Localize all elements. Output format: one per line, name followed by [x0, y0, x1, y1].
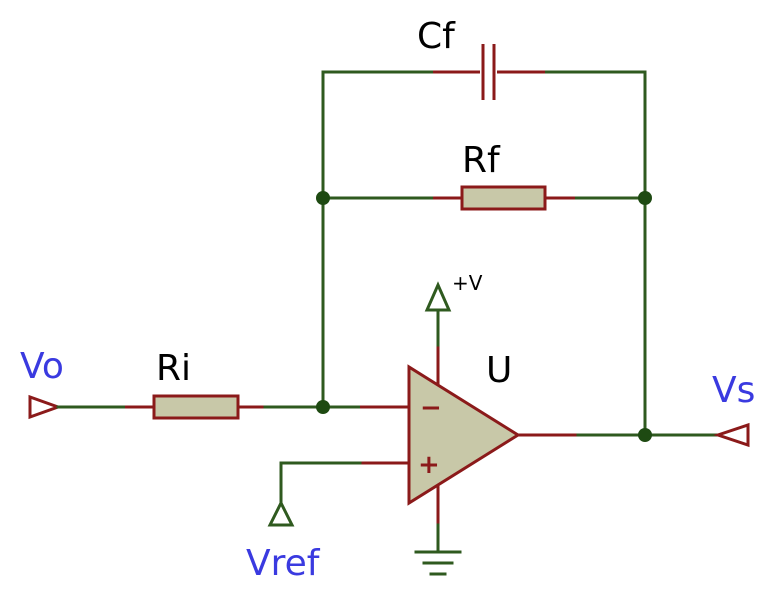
input-net-label: Vo [20, 346, 64, 387]
ground-symbol [414, 523, 462, 576]
output-terminal-arrow [713, 422, 750, 448]
junction-dot-inverting [316, 400, 330, 414]
input-resistor-label: Ri [156, 348, 191, 389]
wire-reference [279, 461, 362, 505]
supply-label: +V [452, 271, 483, 295]
wire-cap-right [543, 70, 647, 200]
junction-dot-output [638, 428, 652, 442]
junction-dot-top-right [638, 191, 652, 205]
input-resistor [152, 394, 240, 420]
feedback-resistor [460, 185, 547, 211]
feedback-resistor-label: Rf [462, 140, 501, 181]
feedback-resistor-branch: Rf [321, 140, 647, 211]
reference-net-label: Vref [246, 543, 321, 584]
capacitor-label: Cf [417, 16, 456, 57]
output-section: Vs [576, 370, 755, 448]
supply-arrow-icon [424, 281, 452, 312]
opamp-label: U [486, 350, 512, 391]
opamp: − + U [360, 345, 578, 525]
opamp-body [407, 364, 521, 506]
reference-section: Vref [246, 461, 362, 584]
input-section: Ri Vo [20, 346, 362, 420]
input-terminal-arrow [28, 394, 63, 420]
supply-terminal: +V [424, 271, 483, 347]
wire-cap-left [321, 70, 435, 200]
opamp-minus-sign: − [420, 393, 442, 423]
opamp-plus-sign: + [418, 450, 440, 480]
reference-terminal-arrow [267, 499, 295, 527]
junction-dot-top-left [316, 191, 330, 205]
output-net-label: Vs [712, 370, 755, 411]
capacitor-branch: Cf [321, 16, 647, 200]
